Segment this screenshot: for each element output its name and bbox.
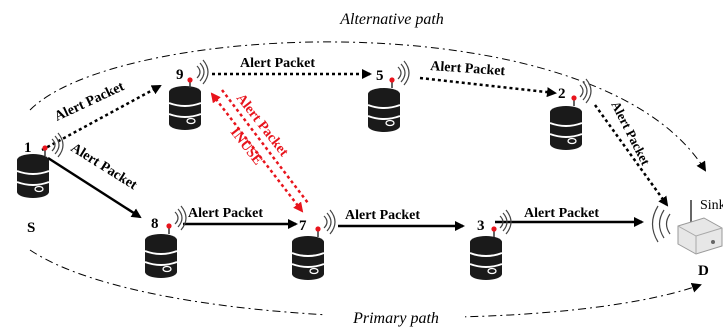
- node-2-number: 2: [558, 86, 566, 102]
- sink-node: Sink D: [651, 198, 723, 279]
- node-8-number: 8: [151, 216, 159, 232]
- node-1-number: 1: [24, 140, 32, 156]
- label-1-8: Alert Packet: [68, 141, 140, 194]
- node-9-number: 9: [176, 67, 184, 83]
- label-5-2: Alert Packet: [430, 59, 506, 79]
- node-9: 9: [168, 59, 209, 131]
- source-label: S: [27, 220, 35, 236]
- label-8-7: Alert Packet: [188, 206, 263, 221]
- link-9-7-inuse: [210, 92, 304, 213]
- node-3: 3: [469, 209, 512, 281]
- node-3-number: 3: [477, 218, 485, 234]
- node-7: 7: [291, 209, 336, 281]
- label-1-9: Alert Packet: [52, 79, 127, 124]
- label-7-3: Alert Packet: [345, 208, 420, 223]
- sink-device-icon: [677, 217, 723, 255]
- label-2-d: Alert Packet: [608, 99, 653, 168]
- primary-path-label: Primary path: [352, 310, 439, 327]
- link-1-8: [47, 156, 142, 219]
- node-5: 5: [367, 60, 410, 133]
- label-9-5: Alert Packet: [240, 56, 315, 71]
- link-2-d: [593, 104, 669, 207]
- node-5-number: 5: [376, 68, 384, 84]
- alternative-path-label: Alternative path: [339, 11, 444, 28]
- link-5-2: [419, 76, 557, 98]
- sink-waves-icon: [651, 205, 671, 243]
- node-2: 2: [549, 78, 592, 151]
- node-8: 8: [144, 205, 187, 279]
- alternative-path-curve: [29, 41, 707, 172]
- sink-label: Sink: [700, 198, 723, 213]
- node-7-number: 7: [299, 218, 307, 234]
- link-1-9: [41, 84, 162, 152]
- label-3-d: Alert Packet: [524, 206, 599, 221]
- primary-path-curve: [29, 249, 702, 318]
- node-1: 1 S: [16, 132, 64, 236]
- destination-label: D: [698, 263, 709, 279]
